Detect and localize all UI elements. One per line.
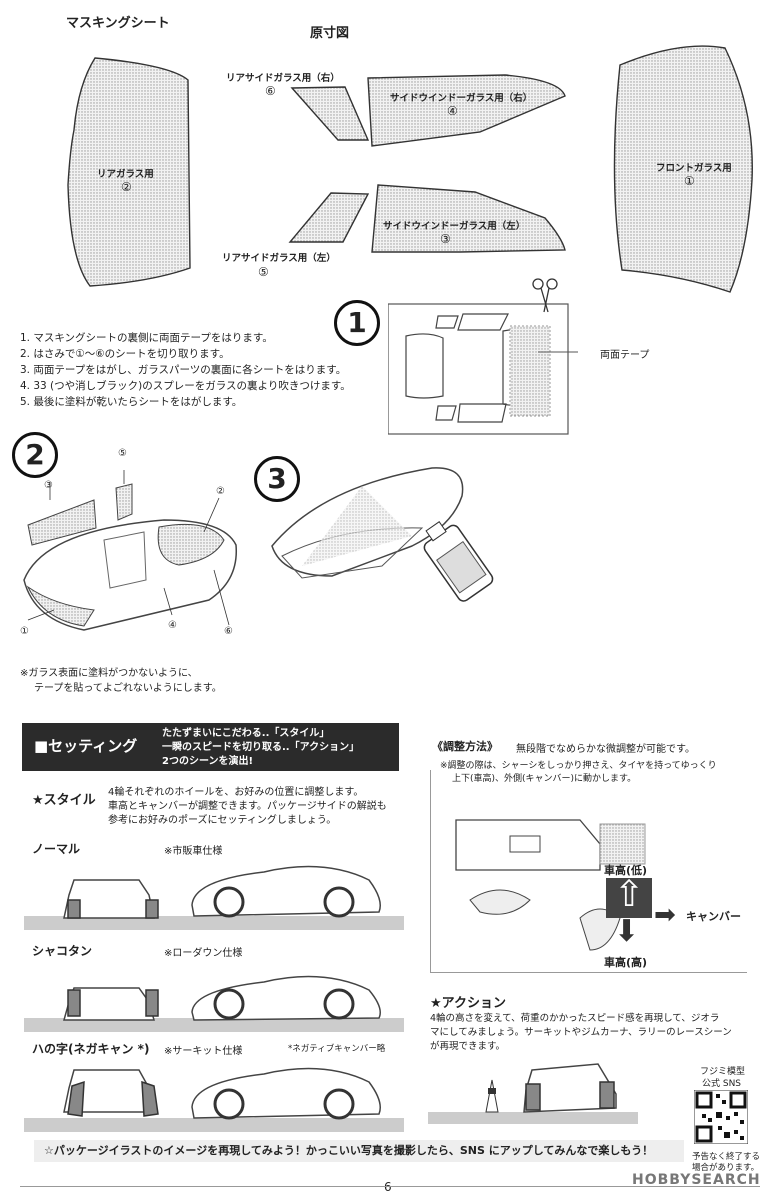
part-label-side-window-left: サイドウインドーガラス用（左） (383, 221, 526, 232)
hachi-heading: ハの字(ネガキャン *) (32, 1042, 150, 1056)
shakotan-heading: シャコタン (32, 944, 93, 958)
side-window-right-sheet (367, 74, 566, 147)
part-num-side-window-left: ③ (440, 232, 451, 246)
sns-notice-2: 場合があります。 (692, 1163, 760, 1173)
part-label-side-window-right: サイドウインドーガラス用（右） (390, 93, 533, 104)
rear-side-left-sheet (288, 192, 370, 243)
bottom-banner: ☆パッケージイラストのイメージを再現してみよう！かっこいい写真を撮影したら、SN… (34, 1140, 684, 1162)
part-num-front-glass: ① (684, 174, 695, 188)
action-desc-1: 4輪の高さを変えて、荷重のかかったスピード感を再現して、ジオラ (430, 1013, 720, 1024)
step-5: 5. 最後に塗料が乾いたらシートをはがします。 (20, 396, 243, 408)
normal-car-illustration (24, 865, 404, 930)
adjust-notes: ※調整の際は、シャーシをしっかり押さえ、タイヤを持ってゆっくり 上下(車高)、外… (440, 760, 717, 786)
part-label-rear-side-left: リアサイドガラス用（左） (222, 253, 336, 264)
setting-sub-2: 一瞬のスピードを切り取る..「アクション」 (162, 742, 360, 753)
figure-2-assembly-diagram (23, 470, 238, 631)
sns-notice-1: 予告なく終了する (692, 1152, 761, 1162)
up-arrow-icon: ⇧ (614, 874, 645, 915)
normal-note: ※市販車仕様 (164, 846, 223, 857)
style-description: 4輪それぞれのホイールを、お好みの位置に調整します。 車高とキャンバーが調整でき… (108, 786, 387, 828)
fig2-label-2: ② (216, 486, 225, 497)
part-label-rear-side-right: リアサイドガラス用（右） (226, 73, 340, 84)
figure-3-marker: 3 (254, 456, 300, 502)
part-num-rear-glass: ② (121, 180, 132, 194)
part-num-side-window-right: ④ (447, 104, 458, 118)
style-desc-2: 車高とキャンバーが調整できます。パッケージサイドの解説も (108, 801, 387, 812)
fig2-label-3: ③ (44, 480, 53, 491)
step-2: 2. はさみで①～⑥のシートを切り取ります。 (20, 348, 230, 360)
adjust-low-label: 車高(低) (604, 864, 648, 877)
hachi-note: ※サーキット仕様 (164, 1046, 243, 1057)
normal-heading: ノーマル (32, 842, 81, 856)
style-desc-3: 参考にお好みのポーズにセッティングしましょう。 (108, 815, 337, 826)
adjust-heading: 《調整方法》 (432, 740, 498, 753)
page-bottom-rule (20, 1186, 760, 1187)
adjust-note-1: ※調整の際は、シャーシをしっかり押さえ、タイヤを持ってゆっくり (440, 761, 717, 771)
front-glass-sheet (613, 45, 753, 293)
sns-label-2: 公式 SNS (702, 1079, 742, 1089)
scale-label: 原寸図 (310, 26, 350, 41)
action-heading: ★アクション (430, 996, 507, 1011)
shakotan-car-illustration (24, 975, 404, 1032)
setting-sub-1: たたずまいにこだわる..「スタイル」 (162, 728, 330, 739)
watermark-logo: HOBBYSEARCH (632, 1172, 761, 1188)
down-arrow-icon: ⬇ (614, 914, 640, 949)
adjust-arrow-box (606, 878, 652, 918)
setting-sub-3: 2つのシーンを演出! (162, 756, 254, 767)
shakotan-note: ※ローダウン仕様 (164, 948, 243, 959)
side-window-left-sheet (371, 184, 566, 253)
style-heading: ★スタイル (32, 793, 96, 808)
adjust-camber-label: キャンバー (686, 910, 741, 923)
setting-title: ■セッティング (34, 737, 138, 755)
action-desc-2: マにしてみましょう。サーキットやジムカーナ、ラリーのレースシーン (430, 1027, 732, 1038)
step-1: 1. マスキングシートの裏側に両面テープをはります。 (20, 332, 273, 344)
action-description: 4輪の高さを変えて、荷重のかかったスピード感を再現して、ジオラ マにしてみましょ… (430, 1012, 732, 1054)
tape-label: 両面テープ (600, 350, 650, 361)
rear-side-right-sheet (290, 86, 370, 141)
steps-list: 1. マスキングシートの裏側に両面テープをはります。 2. はさみで①～⑥のシー… (20, 330, 351, 410)
note-line-1: ※ガラス表面に塗料がつかないように、 (20, 668, 198, 679)
masking-sheet-shapes (67, 45, 753, 293)
setting-subtitle: たたずまいにこだわる..「スタイル」 一瞬のスピードを切り取る..「アクション」… (162, 727, 359, 769)
figure-1-marker: 1 (334, 300, 380, 346)
part-num-rear-side-left: ⑤ (258, 265, 269, 279)
part-label-rear-glass: リアガラス用 (97, 169, 154, 180)
page-number: 6 (384, 1180, 392, 1194)
part-label-front-glass: フロントガラス用 (656, 163, 732, 174)
adjust-note-2: 上下(車高)、外側(キャンバー)に動かします。 (452, 774, 637, 784)
qr-code-icon[interactable] (694, 1090, 748, 1144)
fig2-label-5: ⑤ (118, 448, 127, 459)
fig2-label-1: ① (20, 626, 29, 637)
part-num-rear-side-right: ⑥ (265, 84, 276, 98)
note-line-2: テープを貼ってよごれないようにします。 (34, 683, 222, 694)
style-desc-1: 4輪それぞれのホイールを、お好みの位置に調整します。 (108, 787, 364, 798)
figure-1-glass-diagram (388, 278, 578, 435)
fig2-label-6: ⑥ (224, 626, 233, 637)
negative-camber-note: *ネガティブキャンバー略 (288, 1044, 386, 1054)
adjust-illustration (455, 819, 646, 951)
setting-banner: ■セッティング たたずまいにこだわる..「スタイル」 一瞬のスピードを切り取る.… (22, 723, 399, 771)
adjust-heading-desc: 無段階でなめらかな微調整が可能です。 (516, 744, 695, 755)
action-car-illustration (428, 1063, 638, 1124)
fig2-label-4: ④ (168, 620, 177, 631)
figure-2-marker: 2 (12, 432, 58, 478)
adjust-panel (430, 770, 747, 973)
action-desc-3: が再現できます。 (430, 1041, 506, 1052)
step-4: 4. 33 (つや消しブラック)のスプレーをガラスの裏より吹きつけます。 (20, 380, 351, 392)
adjust-high-label: 車高(高) (604, 956, 648, 969)
masking-title: マスキングシート (66, 16, 170, 31)
sns-label-1: フジミ模型 (700, 1067, 746, 1077)
right-arrow-icon: ➡ (654, 900, 676, 930)
figure-3-spray-diagram (271, 467, 494, 602)
hachi-car-illustration (24, 1067, 404, 1132)
rear-glass-sheet (67, 57, 191, 287)
step-3: 3. 両面テープをはがし、ガラスパーツの裏面に各シートをはります。 (20, 364, 347, 376)
